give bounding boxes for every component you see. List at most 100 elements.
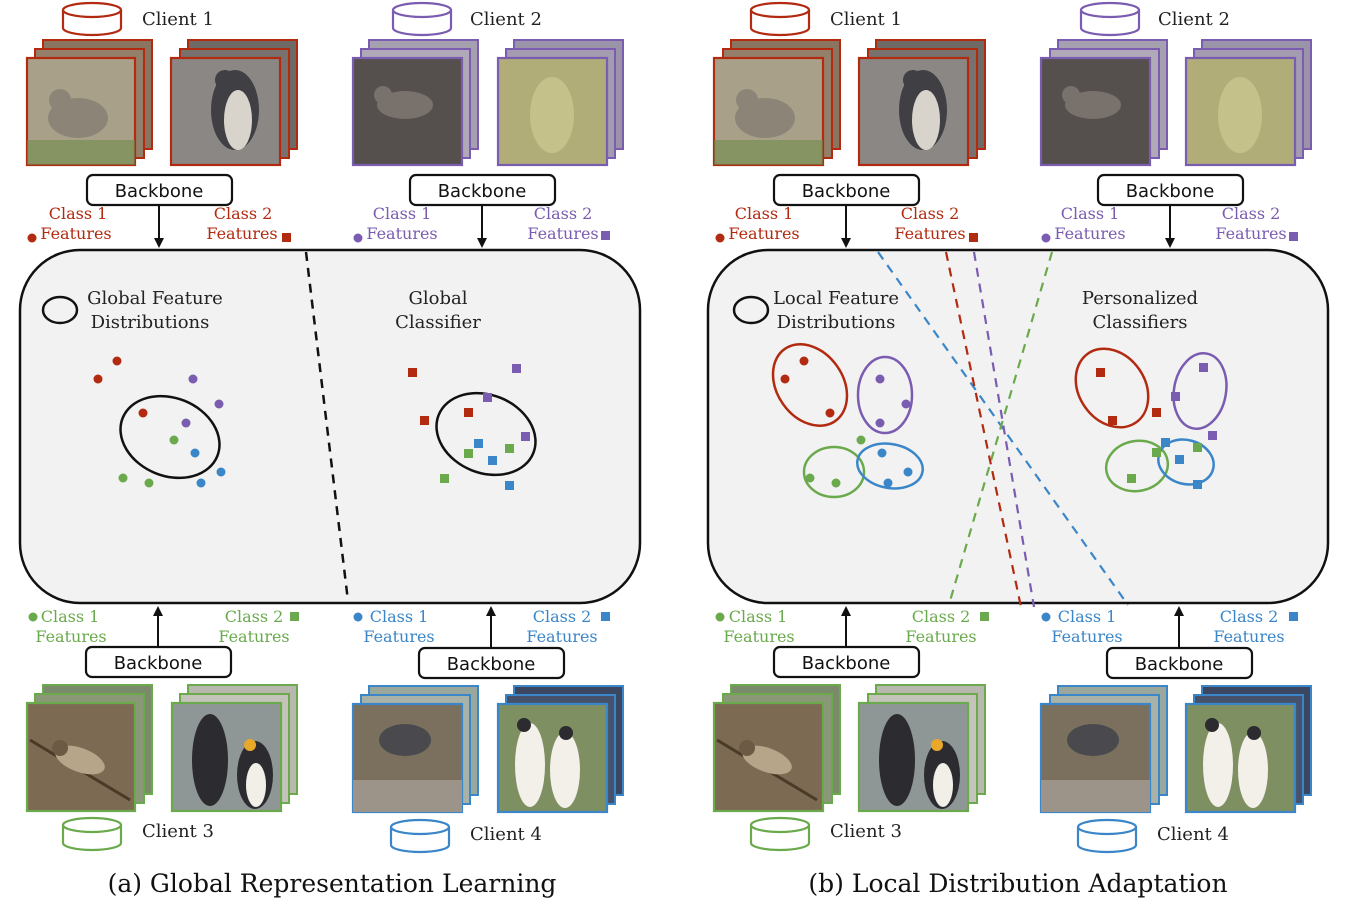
features-label: Features: [894, 224, 965, 243]
class-2-marker: [1289, 232, 1298, 241]
class-1-label: Class 1: [41, 607, 100, 626]
panel-a-left-region-label-2: Distributions: [91, 312, 210, 333]
panel-b-classifier-points: [1096, 363, 1217, 489]
class-weight-point: [1108, 416, 1117, 425]
feature-point: [93, 374, 103, 384]
backbone-label: Backbone: [802, 181, 891, 202]
feature-point: [214, 399, 224, 409]
panel-a-right-region-label-2: Classifier: [395, 312, 481, 333]
image-stack: [169, 39, 298, 167]
image-stack: [25, 39, 153, 167]
class-weight-point: [1152, 448, 1161, 457]
class-2-marker: [969, 233, 978, 242]
class-1-marker: [1041, 612, 1051, 622]
panel-a-client-4: Client 4: [351, 685, 624, 854]
client-label: Client 2: [470, 9, 542, 30]
class-1-marker: [353, 233, 363, 243]
panel-a-backbone-1: Backbone: [85, 173, 234, 248]
client-label: Client 4: [1157, 824, 1229, 845]
backbone-box: [1105, 646, 1254, 680]
features-label: Features: [363, 627, 434, 646]
feature-point: [875, 418, 885, 428]
client-label: Client 3: [830, 821, 902, 842]
class-weight-point: [1193, 443, 1202, 452]
panel-a-caption: (a) Global Representation Learning: [108, 869, 557, 898]
client-1-local-distribution: [771, 343, 849, 427]
backbone-box: [1096, 173, 1245, 207]
panel-b-backbone-2: Backbone: [1096, 173, 1245, 248]
database-icon: [1076, 818, 1138, 854]
class-weight-point: [474, 439, 483, 448]
class-weight-point: [521, 432, 530, 441]
feature-point: [118, 473, 128, 483]
panel-b: Local Feature Distributions Personalized…: [706, 1, 1330, 898]
features-label: Features: [526, 627, 597, 646]
panel-a-right-region-label-1: Global: [409, 288, 468, 309]
class-weight-point: [440, 474, 449, 483]
feature-point: [805, 473, 815, 483]
client-label: Client 2: [1158, 9, 1230, 30]
database-icon: [749, 1, 811, 37]
image-stack: [857, 684, 986, 813]
panel-a-region: [18, 248, 642, 605]
class-2-marker: [980, 612, 989, 621]
panel-a-backbone-3: Backbone: [84, 606, 233, 679]
class-1-label: Class 1: [49, 204, 108, 223]
panel-a-class-labels-bottom: Class 1 Features Class 2 Features Class …: [28, 607, 610, 646]
feature-point: [831, 478, 841, 488]
backbone-box: [772, 173, 921, 207]
client-2-personalized-classifier: [1172, 352, 1228, 430]
database-icon: [1079, 1, 1141, 37]
feature-point: [780, 374, 790, 384]
feature-point: [877, 448, 887, 458]
class-1-label: Class 1: [1058, 607, 1117, 626]
feature-point: [903, 467, 913, 477]
class-1-marker: [715, 233, 725, 243]
panel-b-legend-ellipse-icon: [732, 295, 770, 325]
features-label: Features: [35, 627, 106, 646]
feature-point: [181, 418, 191, 428]
class-1-label: Class 1: [370, 607, 429, 626]
image-stack: [1039, 39, 1168, 167]
panel-a-backbone-2: Backbone: [408, 173, 557, 248]
panel-b-backbone-1: Backbone: [772, 173, 921, 248]
class-2-marker: [282, 233, 291, 242]
feature-point: [196, 478, 206, 488]
client-label: Client 1: [142, 9, 214, 30]
backbone-label: Backbone: [802, 653, 891, 674]
panel-b-class-labels-top: Class 1 Features Class 2 Features Class …: [715, 204, 1298, 243]
image-stack: [351, 685, 479, 814]
class-weight-point: [464, 408, 473, 417]
backbone-label: Backbone: [447, 654, 536, 675]
features-label: Features: [728, 224, 799, 243]
client-1-decision-boundary: [944, 251, 1023, 608]
client-label: Client 3: [142, 821, 214, 842]
class-2-marker: [601, 231, 610, 240]
class-weight-point: [1161, 438, 1170, 447]
backbone-box: [84, 645, 233, 679]
class-2-label: Class 2: [1222, 204, 1281, 223]
class-2-label: Class 2: [225, 607, 284, 626]
panel-b-backbone-3: Backbone: [772, 606, 921, 679]
class-2-label: Class 2: [1220, 607, 1279, 626]
feature-point: [901, 399, 911, 409]
panel-b-left-region-label-2: Distributions: [777, 312, 896, 333]
features-label: Features: [1054, 224, 1125, 243]
panel-b-class-labels-bottom: Class 1 Features Class 2 Features Class …: [715, 607, 1298, 646]
features-label: Features: [366, 224, 437, 243]
backbone-box: [417, 646, 566, 680]
class-weight-point: [488, 456, 497, 465]
image-stack: [25, 684, 153, 813]
client-3-local-distribution: [802, 445, 866, 499]
database-icon: [389, 818, 451, 854]
class-1-marker: [28, 612, 38, 622]
class-1-label: Class 1: [735, 204, 794, 223]
feature-point: [883, 478, 893, 488]
panel-b-client-4: Client 4: [1039, 685, 1312, 854]
backbone-label: Backbone: [114, 653, 203, 674]
class-weight-point: [505, 481, 514, 490]
class-2-marker: [290, 612, 299, 621]
panel-b-left-region-label-1: Local Feature: [773, 288, 899, 309]
